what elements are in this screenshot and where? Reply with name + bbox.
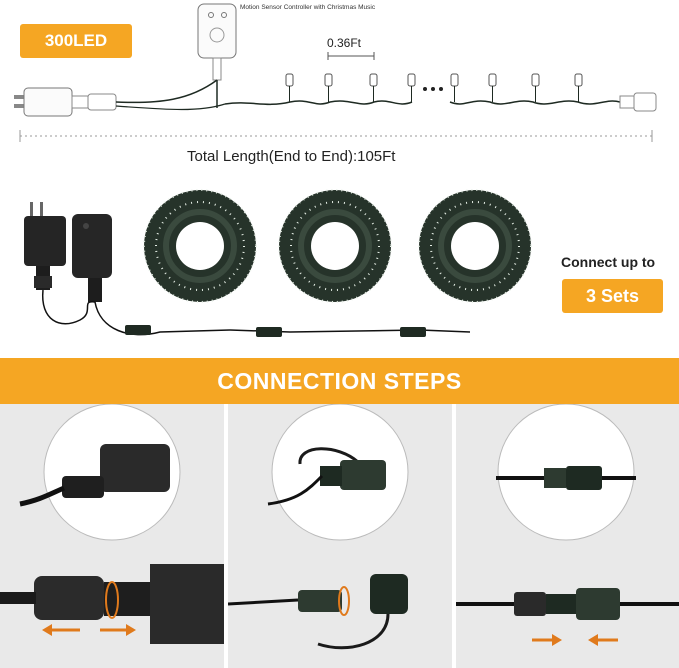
- step-panel-3: [456, 404, 679, 668]
- led-count-badge: 300LED: [20, 24, 132, 58]
- controller-label: Motion Sensor Controller with Christmas …: [240, 4, 376, 11]
- step-3-illustration: [456, 404, 679, 646]
- light-coil-1: [143, 189, 257, 303]
- connect-up-to-label: Connect up to: [561, 254, 656, 270]
- power-adapter: [24, 202, 66, 290]
- spacing-label: 0.36Ft: [327, 36, 362, 50]
- total-length-label: Total Length(End to End):105Ft: [187, 148, 396, 165]
- light-coil-2: [278, 189, 392, 303]
- light-coil-3: [418, 189, 532, 303]
- sets-badge-text: 3 Sets: [585, 285, 640, 306]
- left-arrow-icon: [588, 634, 618, 646]
- controller-box: [197, 3, 237, 81]
- right-arrow-icon: [532, 634, 562, 646]
- connection-steps-title: CONNECTION STEPS: [217, 367, 462, 394]
- left-arrow-icon: [42, 624, 80, 636]
- step-panel-1: [0, 404, 224, 668]
- adapter: [14, 87, 117, 117]
- right-arrow-icon: [100, 624, 136, 636]
- step-panel-2: [228, 404, 452, 668]
- led-bulbs: [285, 73, 583, 102]
- end-connector: [619, 92, 657, 112]
- connection-steps-banner: CONNECTION STEPS: [0, 358, 679, 404]
- sets-badge: 3 Sets: [562, 279, 663, 313]
- step-2-illustration: [228, 404, 409, 650]
- three-sets-illustration: [24, 189, 532, 337]
- controller-unit: [72, 214, 112, 302]
- step-1-illustration: [0, 404, 224, 644]
- string-light-diagram: [14, 3, 657, 142]
- led-count-text: 300LED: [44, 31, 108, 50]
